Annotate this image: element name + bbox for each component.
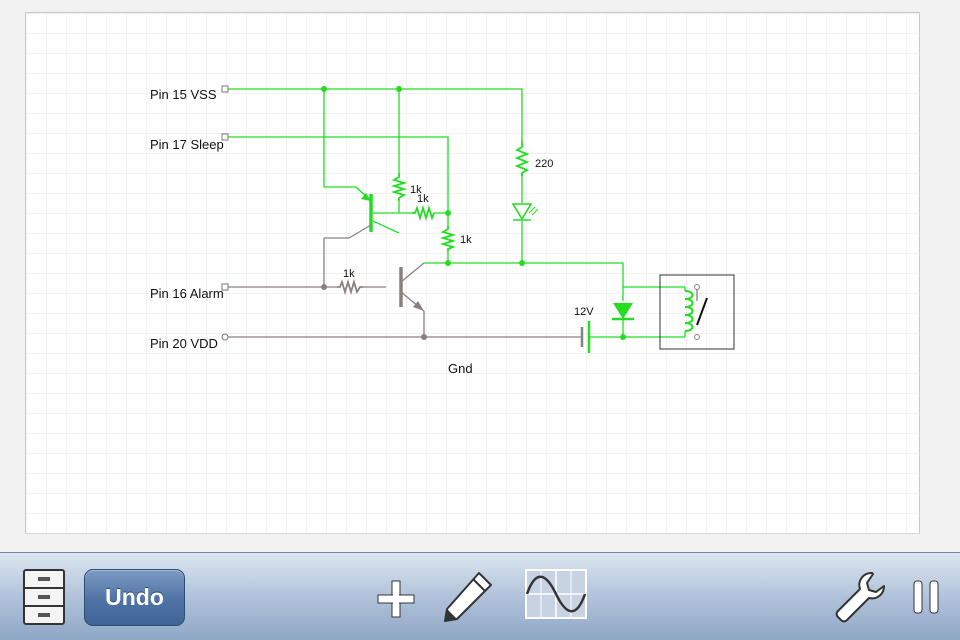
resistor-label-1k-b: 1k — [417, 193, 429, 205]
resistor-label-1k-c: 1k — [460, 234, 472, 246]
gnd-label: Gnd — [448, 361, 473, 376]
pin-label-sleep: Pin 17 Sleep — [150, 137, 224, 152]
oscilloscope-icon[interactable] — [524, 567, 588, 621]
resistor-label-1k-d: 1k — [343, 268, 355, 280]
battery-label: 12V — [574, 306, 594, 318]
circuit-diagram[interactable]: Pin 15 VSS Pin 17 Sleep Pin 16 Alarm Pin… — [26, 13, 921, 535]
inactive-resistor — [337, 278, 363, 296]
file-cabinet-icon[interactable] — [20, 565, 68, 629]
pin-label-vdd: Pin 20 VDD — [150, 336, 218, 351]
pin-terminals[interactable] — [221, 85, 229, 341]
pin-label-alarm: Pin 16 Alarm — [150, 286, 224, 301]
schematic-canvas[interactable]: Pin 15 VSS Pin 17 Sleep Pin 16 Alarm Pin… — [25, 12, 921, 535]
pause-icon[interactable] — [906, 577, 946, 617]
bottom-toolbar: Undo — [0, 552, 960, 640]
resistor-label-220: 220 — [535, 158, 553, 170]
wrench-icon[interactable] — [832, 567, 888, 627]
npn-transistor — [399, 267, 424, 311]
plus-icon[interactable] — [372, 575, 420, 623]
diode-icon — [612, 303, 634, 321]
active-resistors — [390, 141, 530, 251]
led-icon — [511, 203, 539, 221]
undo-button[interactable]: Undo — [84, 569, 185, 626]
junctions — [321, 86, 626, 340]
pencil-icon[interactable] — [440, 567, 496, 627]
resistor-label-1k-a: 1k — [410, 184, 422, 196]
inactive-wires — [226, 224, 547, 338]
battery-icon — [547, 321, 591, 353]
pin-label-vss: Pin 15 VSS — [150, 87, 217, 102]
grid — [26, 13, 921, 535]
relay-icon — [659, 274, 735, 350]
